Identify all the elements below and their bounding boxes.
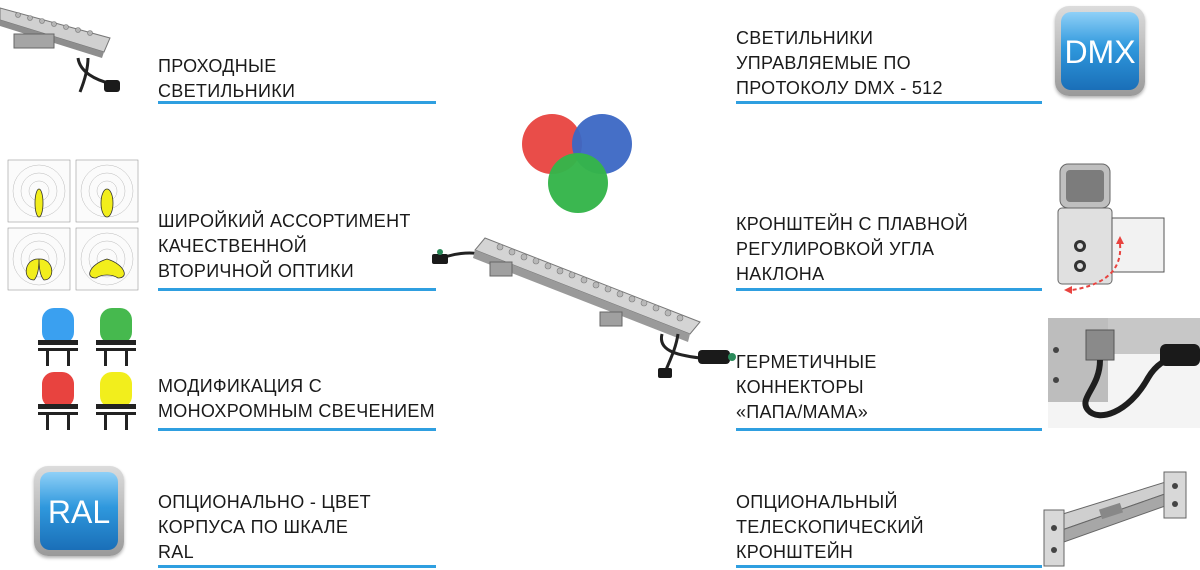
feature-label: ОПЦИОНАЛЬНО - ЦВЕТ КОРПУСА ПО ШКАЛЕ RAL — [158, 492, 371, 562]
optics-diagram-icon — [7, 159, 139, 291]
feature-divider — [158, 565, 436, 568]
feature-connectors: ГЕРМЕТИЧНЫЕ КОННЕКТОРЫ «ПАПА/МАМА» — [736, 350, 877, 425]
ral-badge-text: RAL — [47, 494, 111, 530]
tilt-bracket-icon — [1057, 163, 1165, 294]
feature-tilt-bracket: КРОНШТЕЙН С ПЛАВНОЙ РЕГУЛИРОВКОЙ УГЛА НА… — [736, 212, 968, 287]
dmx-badge-text: DMX — [1064, 34, 1136, 70]
feature-ral: ОПЦИОНАЛЬНО - ЦВЕТ КОРПУСА ПО ШКАЛЕ RAL — [158, 490, 371, 565]
feature-label: МОДИФИКАЦИЯ С МОНОХРОМНЫМ СВЕЧЕНИЕМ — [158, 376, 435, 421]
feature-label: ШИРОЙКИЙ АССОРТИМЕНТ КАЧЕСТВЕННОЙ ВТОРИЧ… — [158, 211, 411, 281]
feature-label: СВЕТИЛЬНИКИ УПРАВЛЯЕМЫЕ ПО ПРОТОКОЛУ DMX… — [736, 28, 943, 98]
feature-divider — [158, 101, 436, 104]
feature-dmx: СВЕТИЛЬНИКИ УПРАВЛЯЕМЫЕ ПО ПРОТОКОЛУ DMX… — [736, 26, 943, 101]
feature-divider — [158, 288, 436, 291]
linear-fixture-icon — [432, 237, 736, 378]
feature-pass-through: ПРОХОДНЫЕ СВЕТИЛЬНИКИ — [158, 54, 295, 104]
feature-label: КРОНШТЕЙН С ПЛАВНОЙ РЕГУЛИРОВКОЙ УГЛА НА… — [736, 214, 968, 284]
feature-label: ГЕРМЕТИЧНЫЕ КОННЕКТОРЫ «ПАПА/МАМА» — [736, 352, 877, 422]
feature-divider — [736, 101, 1042, 104]
feature-monochrome: МОДИФИКАЦИЯ С МОНОХРОМНЫМ СВЕЧЕНИЕМ — [158, 374, 435, 424]
feature-divider — [158, 428, 436, 431]
feature-divider — [736, 565, 1042, 568]
feature-label: ОПЦИОНАЛЬНЫЙ ТЕЛЕСКОПИЧЕСКИЙ КРОНШТЕЙН — [736, 492, 924, 562]
telescopic-bracket-icon — [1043, 471, 1187, 567]
feature-divider — [736, 428, 1042, 431]
feature-label: ПРОХОДНЫЕ СВЕТИЛЬНИКИ — [158, 56, 296, 101]
feature-divider — [736, 288, 1042, 291]
feature-telescopic-bracket: ОПЦИОНАЛЬНЫЙ ТЕЛЕСКОПИЧЕСКИЙ КРОНШТЕЙН — [736, 490, 924, 565]
monochrome-led-icon — [38, 308, 136, 430]
ral-icon: RAL — [34, 466, 124, 556]
rgb-circles-icon — [522, 114, 632, 213]
feature-optics: ШИРОЙКИЙ АССОРТИМЕНТ КАЧЕСТВЕННОЙ ВТОРИЧ… — [158, 209, 411, 284]
dmx-icon: DMX — [1055, 6, 1145, 96]
pass-through-fixture-icon — [0, 7, 120, 93]
connector-icon — [1048, 318, 1200, 428]
